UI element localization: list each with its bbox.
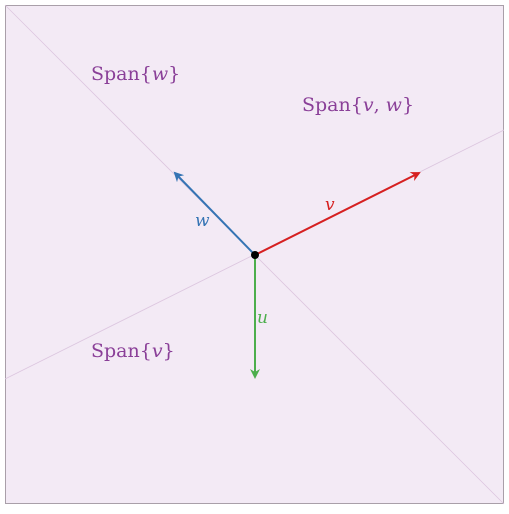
origin-point <box>251 251 259 259</box>
span-vw-var1: v <box>363 94 374 116</box>
span-vw-label: Span{v, w} <box>302 94 414 116</box>
span-vw-sep: , <box>374 94 386 116</box>
span-w-label: Span{w} <box>91 63 180 85</box>
span-v-var: v <box>152 340 163 362</box>
w-label: w <box>195 211 210 231</box>
span-w-prefix: Span{ <box>91 63 152 85</box>
span-w-suffix: } <box>168 63 180 85</box>
span-v-suffix: } <box>163 340 175 362</box>
vector-w <box>173 171 256 256</box>
span-w-var: w <box>152 63 168 85</box>
v-label: v <box>325 195 335 215</box>
span-vw-suffix: } <box>402 94 414 116</box>
vector-v <box>254 172 421 256</box>
span-v-label: Span{v} <box>91 340 175 362</box>
span-vw-prefix: Span{ <box>302 94 363 116</box>
span-v-prefix: Span{ <box>91 340 152 362</box>
span-vw-var2: w <box>386 94 402 116</box>
u-label: u <box>257 308 268 328</box>
